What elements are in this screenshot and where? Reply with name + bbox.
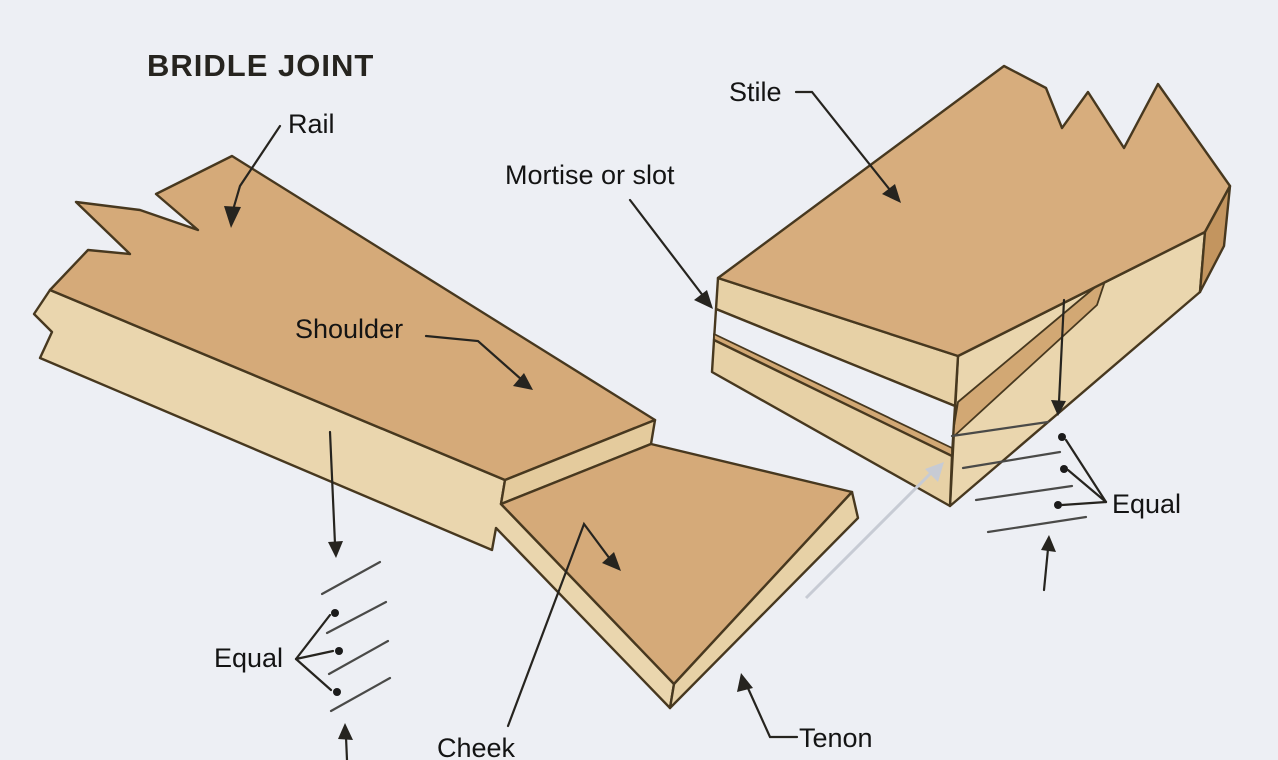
equal-dot (1060, 465, 1068, 473)
equal-left-label: Equal (214, 643, 283, 673)
tenon-leader-line (745, 684, 799, 739)
equal-dot (333, 688, 341, 696)
shoulder-leader-line (424, 334, 524, 382)
equal-right-label: Equal (1112, 489, 1181, 519)
equal-dot (1058, 433, 1066, 441)
equal-dot (331, 609, 339, 617)
tenon-arrowhead (737, 673, 753, 692)
rail-label: Rail (288, 109, 335, 139)
equal-annotation-rail (294, 430, 392, 760)
shoulder-arrowhead (513, 373, 533, 390)
insertion-ghost-arrow (804, 462, 944, 600)
cheek-arrowhead (602, 552, 621, 571)
stile-piece (710, 64, 1232, 508)
cheek-leader-line (506, 521, 612, 728)
text-labels: BRIDLE JOINT Rail Stile Mortise or slot … (147, 48, 1181, 760)
stile-top-face (716, 64, 1232, 358)
shoulder-label: Shoulder (295, 314, 403, 344)
stile-right-side-face (1198, 184, 1232, 294)
stile-arrowhead (882, 184, 901, 203)
equal-dot (1054, 501, 1062, 509)
cheek-label: Cheek (437, 733, 516, 760)
label-leaders (224, 90, 901, 739)
tenon-label: Tenon (799, 723, 873, 753)
rail-arrowhead (224, 206, 241, 228)
rail-leader-line (231, 124, 282, 212)
stile-label: Stile (729, 77, 782, 107)
stile-bottom-prong-end-face (710, 338, 954, 508)
equal-annotation-stile (950, 298, 1108, 592)
mortise-leader-line (628, 198, 706, 299)
rail-piece (32, 154, 860, 710)
mortise-arrowhead (694, 290, 713, 309)
mortise-label: Mortise or slot (505, 160, 675, 190)
tenon-end-face (668, 490, 860, 710)
page-title: BRIDLE JOINT (147, 48, 374, 83)
equal-dot (335, 647, 343, 655)
stile-leader-line (794, 90, 892, 192)
